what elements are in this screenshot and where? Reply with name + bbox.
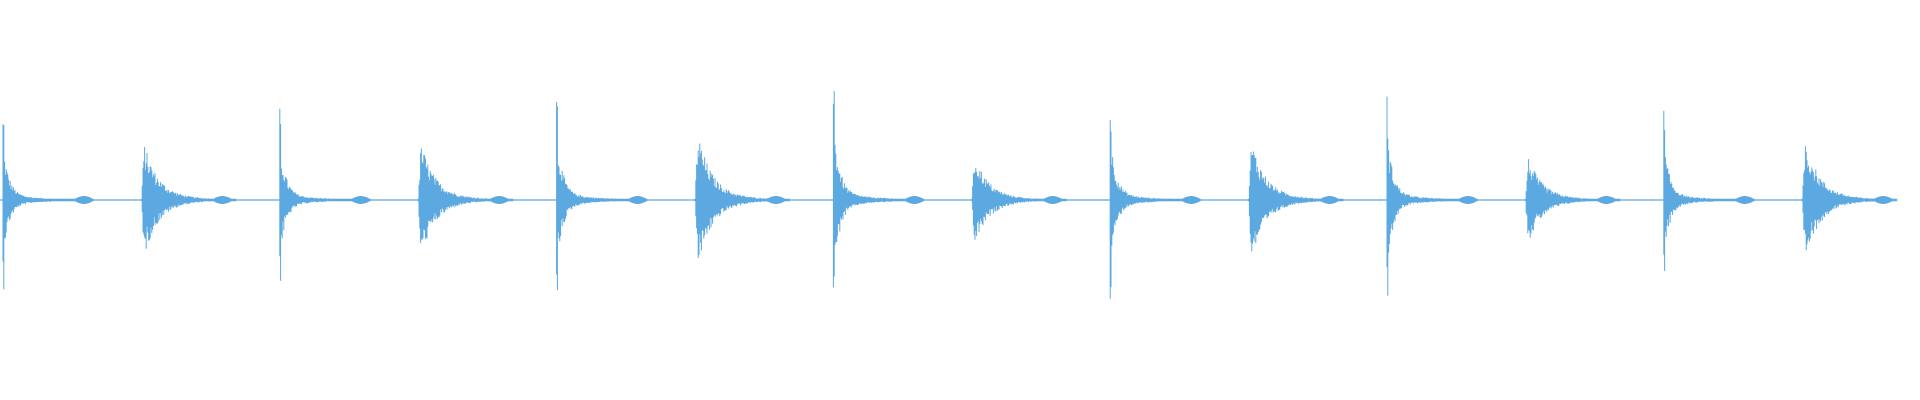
waveform-hit: [2, 124, 95, 290]
waveform-hit: [140, 147, 237, 249]
waveform-hit: [279, 108, 372, 281]
waveform-transient: [1801, 146, 1898, 251]
waveform-transient: [1248, 151, 1344, 252]
waveform-hit: [1524, 159, 1621, 238]
waveform-transient: [832, 91, 925, 288]
waveform-hit: [556, 102, 649, 291]
waveform-transient: [1109, 119, 1202, 299]
waveform-hit: [1386, 96, 1479, 296]
waveform-transient: [1386, 96, 1479, 296]
waveform-hit: [694, 143, 790, 259]
waveform-hit: [832, 91, 925, 288]
waveform-hit: [971, 168, 1067, 240]
waveform-transient: [2, 124, 95, 290]
waveform-transient: [140, 147, 237, 249]
waveform-transient: [417, 148, 514, 244]
waveform-transient: [971, 168, 1067, 240]
waveform-hits-group: [2, 91, 1898, 299]
waveform-hit: [1801, 146, 1898, 251]
waveform-transient: [1663, 110, 1756, 271]
waveform-transient: [694, 143, 790, 259]
waveform-hit: [417, 148, 514, 244]
waveform-transient: [279, 108, 372, 281]
waveform-transient: [556, 102, 649, 291]
waveform-hit: [1109, 119, 1202, 299]
waveform-hit: [1248, 151, 1344, 252]
waveform-transient: [1524, 159, 1621, 238]
waveform-hit: [1663, 110, 1756, 271]
